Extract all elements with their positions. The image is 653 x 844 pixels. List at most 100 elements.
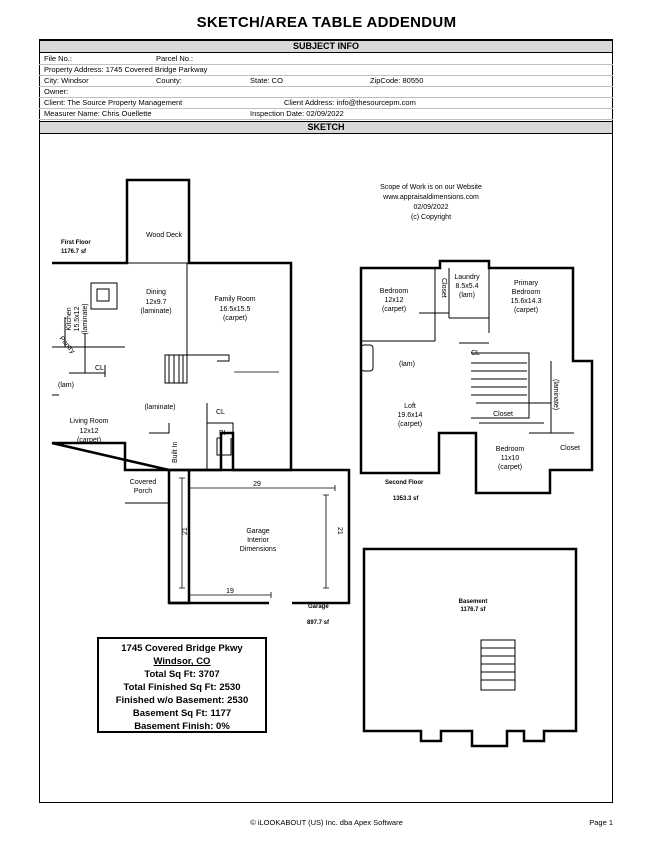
summary-finished-wo-basement: Finished w/o Basement: 2530 <box>115 695 249 706</box>
family-room-size: 16.5x15.5 <box>220 306 251 313</box>
inspection-date: Inspection Date: 02/09/2022 <box>250 109 344 118</box>
bedroom-1-name: Bedroom <box>380 288 409 295</box>
garage-outline <box>169 468 351 605</box>
kitchen-label: Kitchen 15.5x12 (laminate) <box>66 303 89 334</box>
lam-label-2: (lam) <box>399 361 415 368</box>
primary-bedroom-floor: (carpet) <box>514 307 538 314</box>
city: City: Windsor <box>44 76 89 85</box>
summary-basement-finish: Basement Finish: 0% <box>134 721 230 732</box>
summary-address: 1745 Covered Bridge Pkwy <box>121 643 243 654</box>
living-room-floor: (carpet) <box>77 437 101 444</box>
info-row-owner: Owner: <box>39 87 613 98</box>
info-row-client: Client: The Source Property Management C… <box>39 98 613 109</box>
basement-outline <box>362 547 578 748</box>
dining-name: Dining <box>146 289 166 296</box>
floor-plan-sketch: Scope of Work is on our Website www.appr… <box>51 178 594 748</box>
hall-floor-label: (laminate) <box>144 404 175 411</box>
loft-floor: (carpet) <box>398 421 422 428</box>
bi-label: BI <box>219 430 226 437</box>
basement-area: 1176.7 sf <box>460 607 486 613</box>
property-address: Property Address: 1745 Covered Bridge Pa… <box>44 65 208 74</box>
dining-floor: (laminate) <box>140 308 171 315</box>
garage-area: 897.7 sf <box>307 620 330 626</box>
covered-porch-outline <box>125 469 170 504</box>
pantry-label: Pantry <box>58 335 77 355</box>
second-floor-area: 1353.3 sf <box>393 496 419 502</box>
summary-total-sqft: Total Sq Ft: 3707 <box>144 669 220 680</box>
family-room-floor: (carpet) <box>223 315 247 322</box>
second-floor-outline <box>359 259 594 495</box>
laundry-floor: (lam) <box>459 292 475 299</box>
cl-label-3: CL <box>471 350 480 357</box>
info-row-measurer: Measurer Name: Chris Ouellette Inspectio… <box>39 109 613 120</box>
basement-stairs <box>480 639 516 691</box>
garage-label: Garage <box>308 604 329 610</box>
dining-size: 12x9.7 <box>145 299 166 306</box>
living-room-name: Living Room <box>70 418 109 425</box>
primary-bedroom-line1: Primary <box>514 280 539 287</box>
primary-bedroom-size: 15.6x14.3 <box>511 298 542 305</box>
laundry-size: 8.5x5.4 <box>456 283 479 290</box>
owner: Owner: <box>44 87 69 96</box>
laminate-vertical: (laminate) <box>552 379 559 410</box>
svg-text:15.5x12: 15.5x12 <box>74 306 81 331</box>
client: Client: The Source Property Management <box>44 98 183 107</box>
garage-dim-right: 21 <box>336 527 343 535</box>
lam-label-1: (lam) <box>58 382 74 389</box>
summary-total-finished: Total Finished Sq Ft: 2530 <box>123 682 241 693</box>
cooktop <box>96 288 110 302</box>
page-number: Page 1 <box>589 818 613 827</box>
svg-text:Scope of Work is on our Websit: Scope of Work is on our Website <box>380 184 482 191</box>
first-floor-area: 1176.7 sf <box>61 249 87 255</box>
first-floor-interior-walls <box>52 263 234 470</box>
primary-bedroom-line2: Bedroom <box>512 289 541 296</box>
loft-name: Loft <box>404 403 416 410</box>
state: State: CO <box>250 76 283 85</box>
second-floor-interior-walls <box>361 268 574 434</box>
parcel-no: Parcel No.: <box>156 54 194 63</box>
basement-label: Basement <box>459 599 488 605</box>
scope-of-work: Scope of Work is on our Website www.appr… <box>380 184 482 221</box>
summary-city: Windsor, CO <box>153 656 211 667</box>
file-no: File No.: <box>44 54 72 63</box>
living-room-size: 12x12 <box>79 428 98 435</box>
built-in-label: Built In <box>172 441 179 463</box>
second-floor-label: Second Floor <box>385 480 424 486</box>
garage-interior-line1: Garage <box>246 528 269 535</box>
cl-label-2: CL <box>216 409 225 416</box>
county: County: <box>156 76 182 85</box>
bedroom-2-size: 11x10 <box>501 455 520 462</box>
bedroom-2-name: Bedroom <box>496 446 525 453</box>
family-room-name: Family Room <box>214 296 255 303</box>
kitchen-island <box>90 282 118 310</box>
closet-right: Closet <box>560 445 580 452</box>
measurer: Measurer Name: Chris Ouellette <box>44 109 152 118</box>
subject-info-heading: SUBJECT INFO <box>39 40 613 53</box>
garage-interior-line3: Dimensions <box>240 546 277 553</box>
garage-dim-bottom: 19 <box>226 588 234 595</box>
garage-interior-line2: Interior <box>247 537 269 544</box>
client-address: Client Address: info@thesourcepm.com <box>284 98 416 107</box>
footer-copyright: © iLOOKABOUT (US) Inc. dba Apex Software <box>250 818 403 827</box>
svg-text:02/09/2022: 02/09/2022 <box>413 204 448 211</box>
bedroom-1-size: 12x12 <box>384 297 403 304</box>
bedroom-2-floor: (carpet) <box>498 464 522 471</box>
sketch-heading: SKETCH <box>39 121 613 134</box>
garage-dim-left: 21 <box>182 527 189 535</box>
closet-vertical: Closet <box>440 278 447 298</box>
first-floor-label: First Floor <box>61 240 91 246</box>
covered-porch-line2: Porch <box>134 488 152 495</box>
summary-basement-sqft: Basement Sq Ft: 1177 <box>132 708 232 719</box>
info-row-file: File No.: Parcel No.: <box>39 54 613 65</box>
svg-text:Kitchen: Kitchen <box>66 307 73 330</box>
info-row-address: Property Address: 1745 Covered Bridge Pa… <box>39 65 613 76</box>
garage-dim-top: 29 <box>253 481 261 488</box>
svg-text:(c) Copyright: (c) Copyright <box>411 214 451 221</box>
wood-deck-outline <box>126 179 190 264</box>
laundry-name: Laundry <box>454 274 480 281</box>
wood-deck-label: Wood Deck <box>146 232 183 239</box>
page-title: SKETCH/AREA TABLE ADDENDUM <box>196 14 457 31</box>
second-floor-stairs <box>471 362 527 396</box>
zip: ZipCode: 80550 <box>370 76 424 85</box>
svg-text:www.appraisaldimensions.com: www.appraisaldimensions.com <box>382 194 479 201</box>
